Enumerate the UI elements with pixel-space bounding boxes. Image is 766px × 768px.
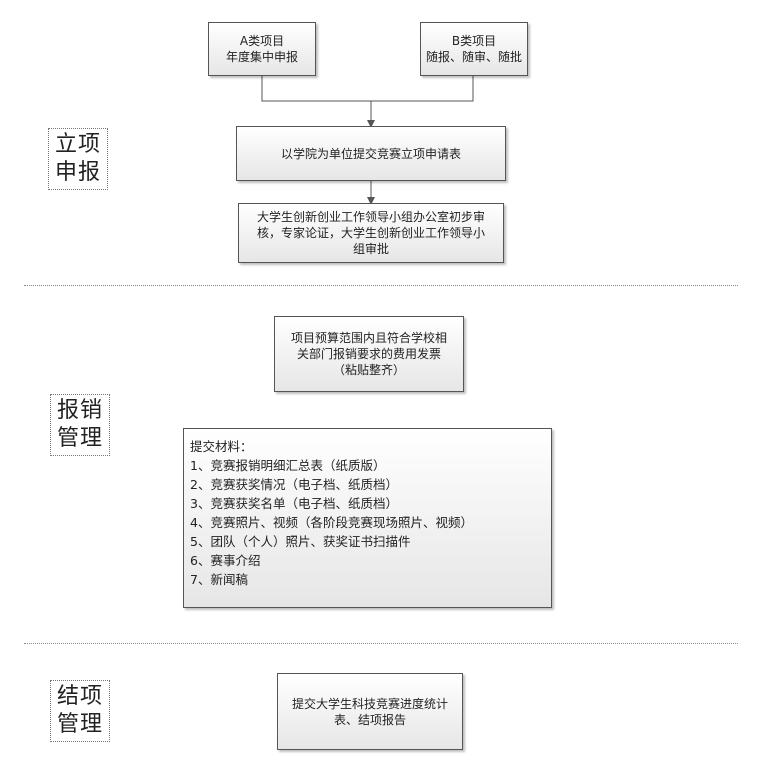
stage-label-apply: 立项 申报: [48, 128, 109, 190]
stage-label-line: 管理: [57, 712, 104, 737]
box-submit-form: 以学院为单位提交竞赛立项申请表: [236, 126, 506, 181]
box-line: A类项目: [239, 34, 285, 48]
box-invoice: 项目预算范围内且符合学校相 关部门报销要求的费用发票 （粘贴整齐）: [274, 316, 464, 392]
materials-line: 5、团队（个人）照片、获奖证书扫描件: [190, 534, 411, 549]
stage-label-line: 管理: [57, 426, 104, 451]
stage-label-line: 报销: [57, 398, 104, 423]
box-line: B类项目: [451, 34, 497, 48]
box-line: 表、结项报告: [333, 712, 406, 727]
materials-line: 6、赛事介绍: [190, 553, 261, 568]
box-line: 以学院为单位提交竞赛立项申请表: [280, 146, 461, 161]
box-line: 大学生创新创业工作领导小组办公室初步审: [256, 210, 485, 224]
stage-label-reimburse: 报销 管理: [50, 394, 111, 456]
box-line: 关部门报销要求的费用发票: [296, 347, 441, 361]
stage-label-close: 结项 管理: [50, 680, 111, 742]
box-line: 组审批: [352, 242, 389, 256]
stage-label-line: 立项: [55, 132, 102, 157]
materials-line: 3、竞赛获奖名单（电子档、纸质档）: [190, 496, 398, 511]
connector-class-b: [371, 76, 474, 102]
box-line: （粘贴整齐）: [332, 363, 405, 377]
box-line: 提交大学生科技竞赛进度统计: [291, 696, 448, 711]
box-line: 项目预算范围内且符合学校相: [290, 331, 447, 345]
section-divider: [24, 643, 738, 644]
materials-line: 提交材料：: [190, 439, 253, 454]
materials-line: 2、竞赛获奖情况（电子档、纸质档）: [190, 477, 398, 492]
stage-label-line: 申报: [55, 160, 102, 185]
box-class-b: B类项目 随报、随审、随批: [420, 22, 528, 76]
box-line: 随报、随审、随批: [425, 50, 522, 64]
materials-line: 1、竞赛报销明细汇总表（纸质版）: [190, 458, 386, 473]
box-materials: 提交材料： 1、竞赛报销明细汇总表（纸质版） 2、竞赛获奖情况（电子档、纸质档）…: [183, 428, 552, 608]
box-line: 年度集中申报: [225, 50, 298, 64]
section-divider: [24, 285, 738, 286]
connector-class-a: [261, 76, 371, 102]
stage-label-line: 结项: [57, 684, 104, 709]
materials-line: 4、竞赛照片、视频（各阶段竞赛现场照片、视频）: [190, 515, 473, 530]
box-line: 核，专家论证，大学生创新创业工作领导小: [256, 226, 485, 240]
box-final-report: 提交大学生科技竞赛进度统计 表、结项报告: [277, 673, 463, 750]
materials-line: 7、新闻稿: [190, 572, 248, 587]
box-review: 大学生创新创业工作领导小组办公室初步审 核，专家论证，大学生创新创业工作领导小 …: [238, 203, 504, 263]
box-class-a: A类项目 年度集中申报: [208, 22, 316, 76]
